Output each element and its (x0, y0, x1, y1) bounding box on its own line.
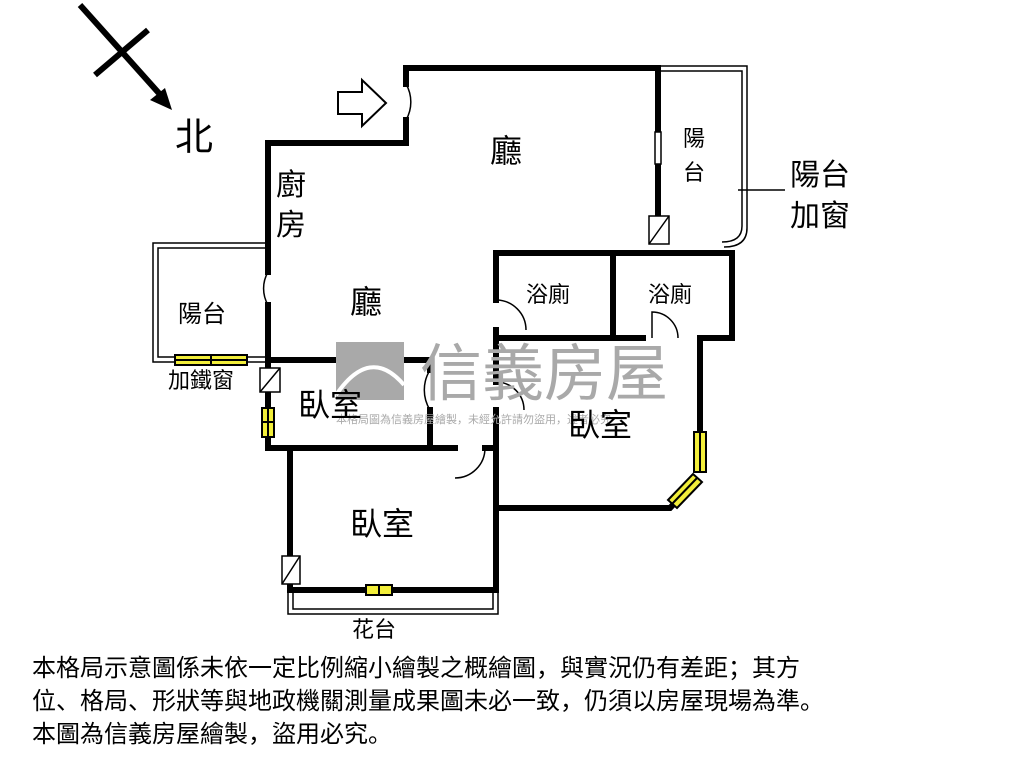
label-balcony-small-2: 台 (683, 161, 705, 186)
disclaimer-line-3: 本圖為信義房屋繪製，盜用必究。 (32, 720, 392, 748)
label-bath-2: 浴廁 (648, 283, 692, 308)
bath2-door (651, 311, 679, 339)
entrance-arrow-icon (337, 77, 388, 129)
label-bedroom-2: 臥室 (568, 406, 632, 444)
bedroom3-door (454, 447, 486, 479)
label-living-main: 廳 (350, 283, 382, 321)
north-arrow-icon (77, 2, 172, 110)
north-label: 北 (175, 115, 213, 159)
label-bath-1: 浴廁 (526, 283, 570, 308)
disclaimer-line-1: 本格局示意圖係未依一定比例縮小繪製之概繪圖，與實況仍有差距；其方 (32, 654, 800, 682)
windows (174, 354, 707, 596)
watermark-subtitle: 本格局圖為信義房屋繪製，未經允許請勿盜用，違者必究 (336, 412, 611, 426)
disclaimer: 本格局示意圖係未依一定比例縮小繪製之概繪圖，與實況仍有差距；其方 位、格局、形狀… (32, 652, 1012, 751)
watermark-brand: 信義房屋 (420, 337, 668, 410)
label-balcony-left: 陽台 (178, 300, 226, 328)
label-kitchen-2: 房 (276, 208, 306, 243)
label-balcony-window: 陽台加窗 (790, 158, 850, 234)
watermark-logo (334, 342, 406, 400)
label-iron-window: 加鐵窗 (168, 369, 234, 394)
label-kitchen-1: 廚 (276, 168, 306, 203)
label-balcony-small-1: 陽 (683, 127, 705, 152)
label-living-top: 廳 (490, 132, 522, 170)
bath1-door (495, 299, 527, 331)
walls (265, 65, 735, 593)
doors (262, 83, 679, 479)
label-bedroom-3: 臥室 (350, 505, 414, 543)
bedroom1-door (423, 369, 431, 411)
shafts (259, 131, 670, 585)
balcony-door (262, 271, 269, 306)
entrance-door (405, 83, 412, 121)
disclaimer-line-2: 位、格局、形狀等與地政機關測量成果圖未必一致，仍須以房屋現場為準。 (32, 687, 824, 715)
balcony-outlines (152, 65, 748, 615)
label-flower-bed: 花台 (352, 618, 396, 643)
bedroom2-door (495, 381, 525, 411)
label-bedroom-1: 臥室 (298, 386, 362, 424)
